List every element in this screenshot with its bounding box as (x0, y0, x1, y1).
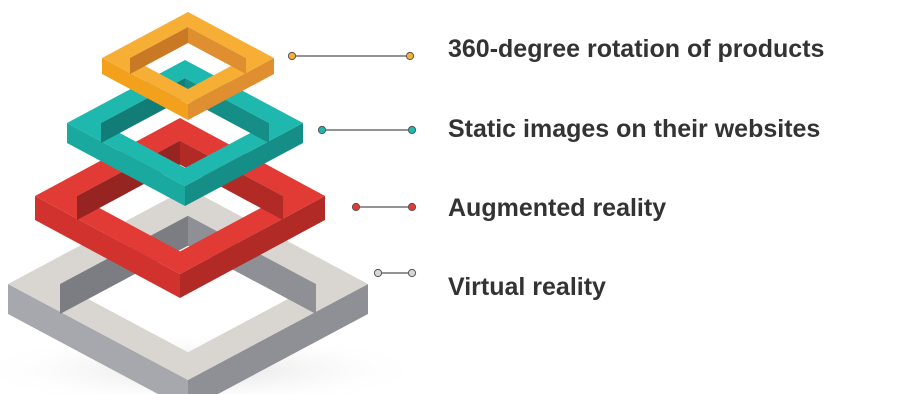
tier-label-rotation: 360-degree rotation of products (448, 35, 825, 63)
tier-outer-right-face (180, 196, 325, 298)
tier-outer-right-face (188, 58, 274, 120)
connector-dot-virtual-reality-end (407, 268, 417, 278)
tier-label-virtual-reality: Virtual reality (448, 273, 606, 301)
tier-outer-left-face (102, 58, 188, 120)
tier-label-static-images: Static images on their websites (448, 115, 821, 143)
tier-inner-right-wall (188, 26, 246, 74)
connector-dot-virtual-reality-start (373, 268, 383, 278)
tier-outer-right-face (188, 284, 368, 394)
tier-outer-right-face (185, 123, 303, 206)
tier-inner-left-wall (130, 26, 188, 74)
tier-top-ring (67, 60, 303, 186)
tier-outer-left-face (35, 196, 180, 298)
connector-dot-static-images-start (317, 125, 327, 135)
connector-dot-static-images-end (407, 125, 417, 135)
connector-dot-augmented-reality-start (351, 202, 361, 212)
tier-outer-left-face (67, 123, 185, 206)
connector-dot-rotation-end (405, 51, 415, 61)
connector-dot-rotation-start (287, 51, 297, 61)
tier-frame-static-images (67, 60, 303, 206)
tier-outer-left-face (8, 284, 188, 394)
tier-top-ring (102, 12, 274, 104)
tier-label-augmented-reality: Augmented reality (448, 194, 667, 222)
tier-frame-rotation (102, 12, 274, 120)
connector-dot-augmented-reality-end (407, 202, 417, 212)
